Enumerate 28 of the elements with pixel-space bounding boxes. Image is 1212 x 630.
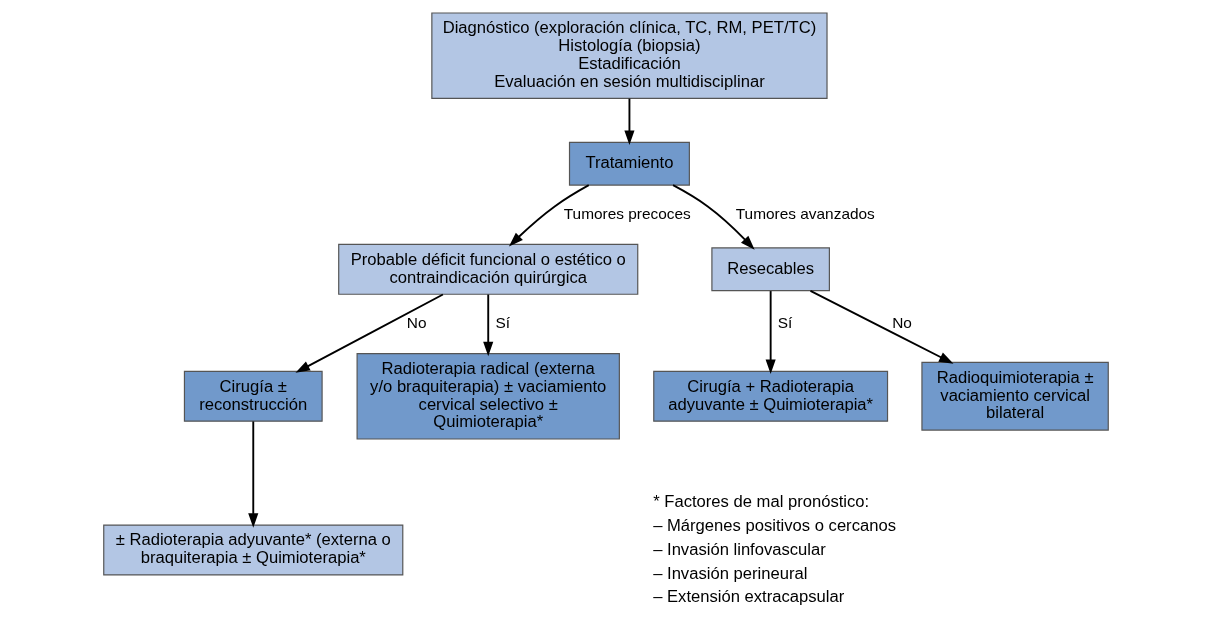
node-box: Cirugía ± reconstrucción [183, 370, 323, 422]
edge-label: No [892, 313, 912, 331]
node-box: Cirugía + Radioterapia adyuvante ± Quimioterapia* [653, 370, 889, 422]
node-box: Radioterapia radical (externa y/o braquiterapia) ± vaciamiento cervical selectivo ± Quimioterapia* [356, 352, 620, 440]
arrow [248, 420, 259, 528]
arrow [809, 289, 954, 364]
label: – Extensión extracapsular [653, 587, 845, 607]
label: – Invasión linfovascular [653, 539, 826, 559]
arrow [508, 184, 590, 247]
edge-label: Tumores avanzados [735, 204, 875, 222]
label: – Márgenes positivos o cercanos [653, 516, 896, 536]
node-box: Diagnóstico (exploración clínica, TC, RM, PET/TC) Histología (biopsia) Estadificación Evaluación en sesión multidisciplinar [431, 12, 828, 100]
node-box: Probable déficit funcional o estético o contraindicación quirúrgica [338, 243, 639, 295]
arrow [672, 184, 755, 250]
label: * Factores de mal pronóstico: [653, 492, 870, 512]
edge-label: No [406, 313, 427, 331]
node-box: Radioquimioterapia ± vaciamiento cervical bilateral [921, 361, 1109, 431]
node-box: Tratamiento [568, 141, 690, 186]
node-box: ± Radioterapia adyuvante* (externa o braquiterapia ± Quimioterapia* [103, 524, 404, 576]
arrow [765, 290, 776, 374]
edge-label: Sí [495, 313, 510, 331]
arrow [624, 97, 635, 146]
node-box: Resecables [711, 247, 830, 292]
edge-label: Sí [777, 313, 793, 331]
edge-label: Tumores precoces [563, 204, 691, 222]
arrow [295, 293, 444, 373]
label: – Invasión perineural [653, 563, 808, 583]
arrow [483, 293, 494, 357]
